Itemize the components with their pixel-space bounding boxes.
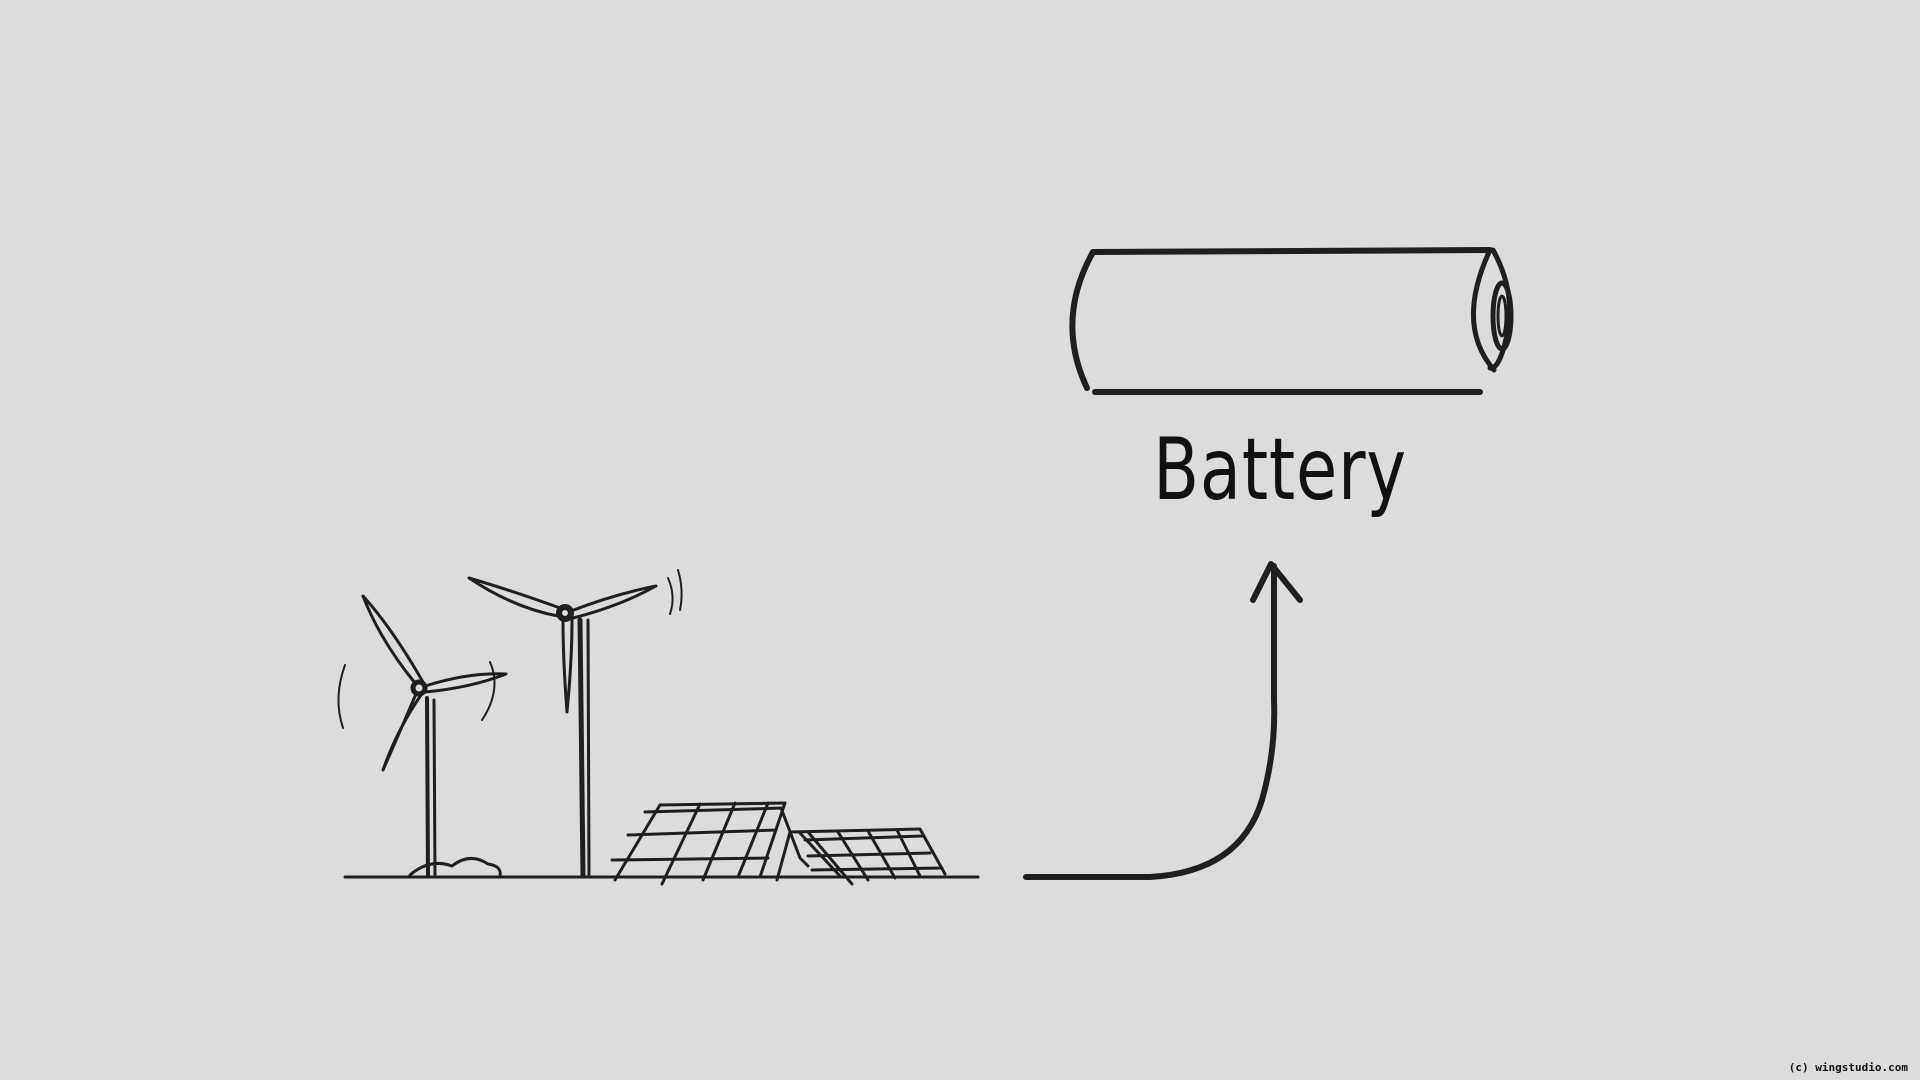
copyright-text: (c) wingstudio.com: [1788, 1061, 1908, 1074]
bush-icon: [408, 857, 502, 878]
solar-panel-icon: [610, 801, 810, 886]
solar-panel-icon: [788, 827, 947, 886]
wind-turbine-icon: [337, 594, 508, 878]
battery-label: Battery: [1153, 420, 1407, 520]
wind-turbine-icon: [467, 569, 683, 879]
battery-icon: [1069, 247, 1514, 395]
arrow-up-icon: [1023, 561, 1303, 880]
